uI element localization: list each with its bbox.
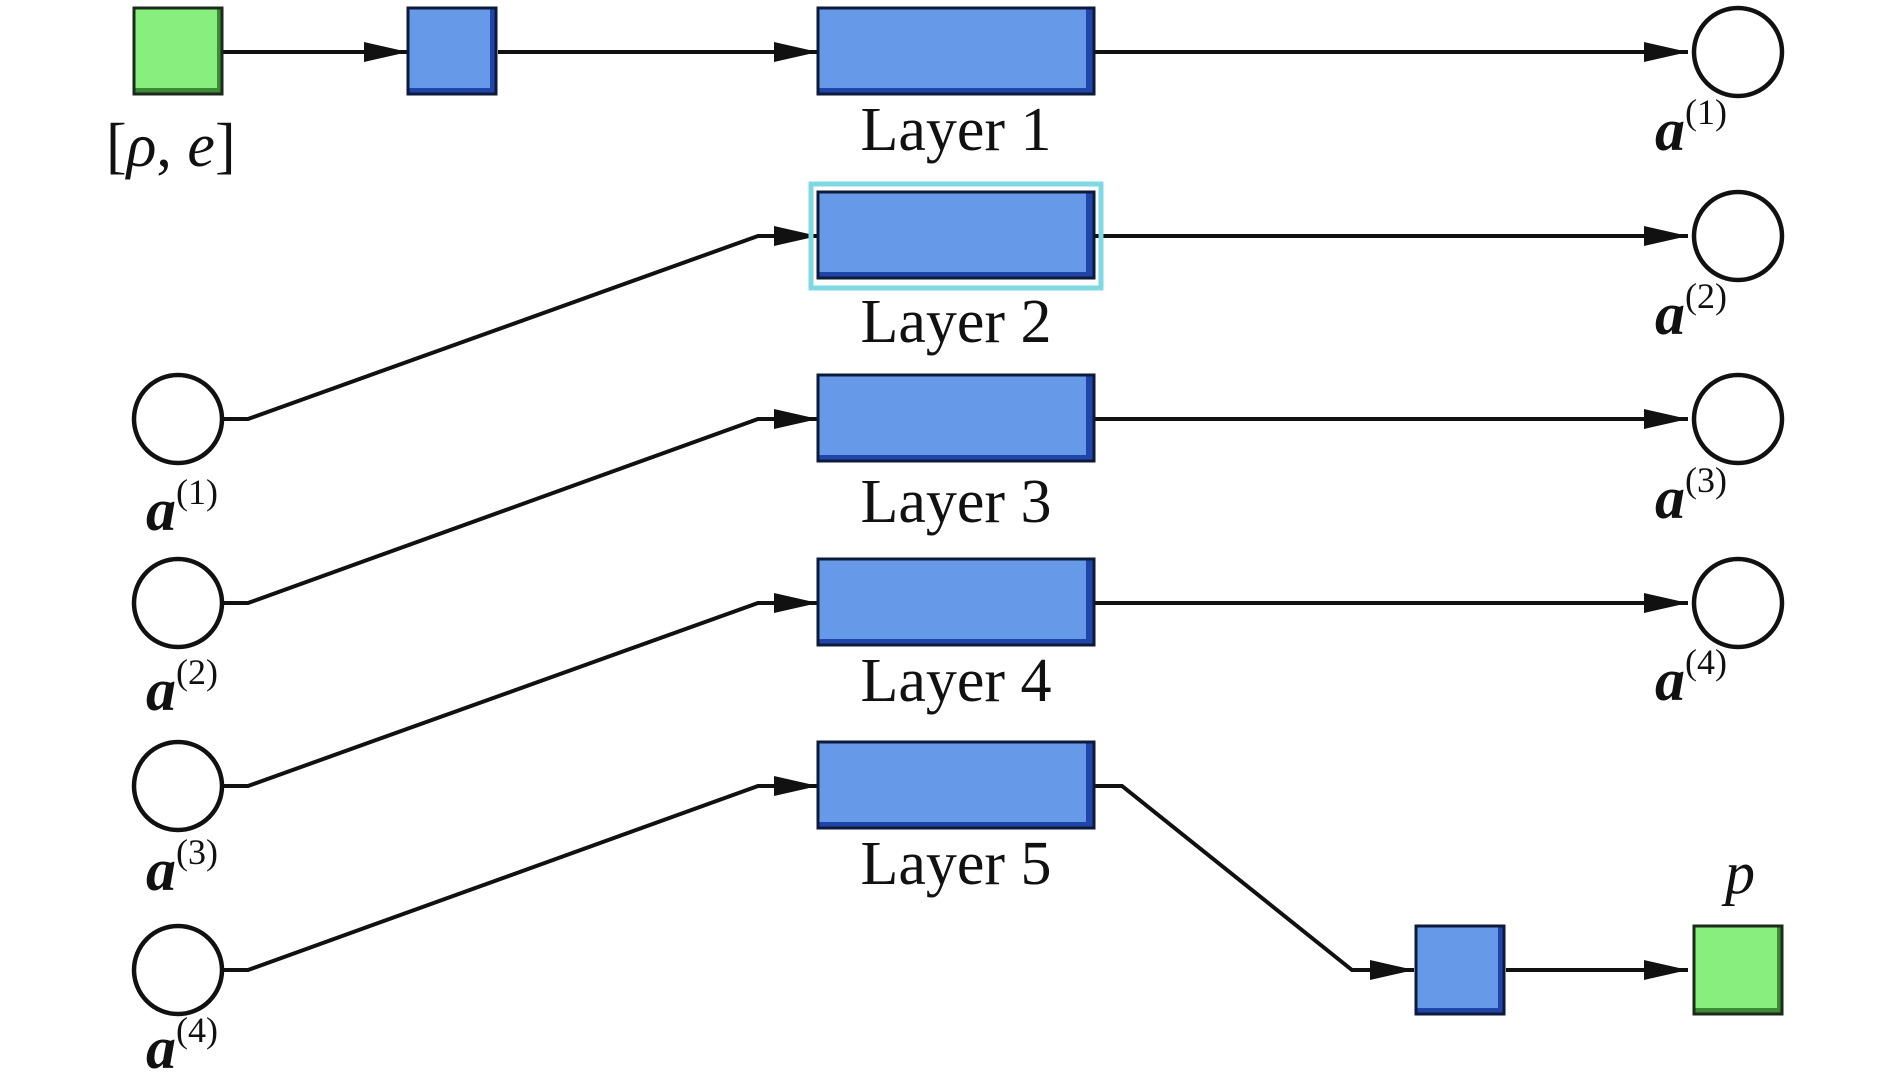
selection-highlight [808,181,1104,291]
connector-lines [222,42,1688,980]
activation-out-1-label: a(1) [1655,92,1727,163]
input-terminal[interactable] [132,6,224,96]
output-terminal[interactable] [1692,924,1784,1016]
activation-out-4-node[interactable] [1691,556,1785,650]
layer-2-label: Layer 2 [860,288,1051,356]
layer-3-label: Layer 3 [860,468,1051,536]
connector-in-4-to-layer-5 [222,776,818,972]
activation-out-3-node[interactable] [1691,372,1785,466]
connector-in-3-to-layer-4 [222,593,818,788]
activation-out-1-node[interactable] [1691,5,1785,99]
activation-in-4-label: a(4) [146,1010,218,1081]
connector-in-2-to-layer-3 [222,409,818,605]
readout-block[interactable] [1414,924,1506,1016]
layer-3-block[interactable] [816,373,1096,463]
activation-in-3-label: a(3) [146,832,218,903]
layer-1-label: Layer 1 [860,96,1051,164]
activation-in-2-node[interactable] [131,556,225,650]
activation-out-4-label: a(4) [1655,642,1727,713]
activation-out-2-label: a(2) [1655,276,1727,347]
activation-in-2-label: a(2) [146,652,218,723]
activation-in-1-label: a(1) [146,472,218,543]
embedding-block[interactable] [406,6,498,96]
layer-2-block[interactable] [816,190,1096,280]
activation-in-1-node[interactable] [131,372,225,466]
connector-in-1-to-layer-2 [222,226,818,421]
layer-5-block[interactable] [816,740,1096,830]
activation-in-4-node[interactable] [131,923,225,1017]
layer-5-label: Layer 5 [860,830,1051,898]
output-label: p [1721,840,1755,906]
connector-layer-5-to-readout [1094,784,1414,980]
activation-out-2-node[interactable] [1691,189,1785,283]
layer-1-block[interactable] [816,6,1096,96]
layer-4-label: Layer 4 [860,647,1051,715]
activation-in-3-node[interactable] [131,739,225,833]
activation-out-3-label: a(3) [1655,460,1727,531]
layer-4-block[interactable] [816,557,1096,647]
input-label: [ρ, e] [106,112,236,180]
